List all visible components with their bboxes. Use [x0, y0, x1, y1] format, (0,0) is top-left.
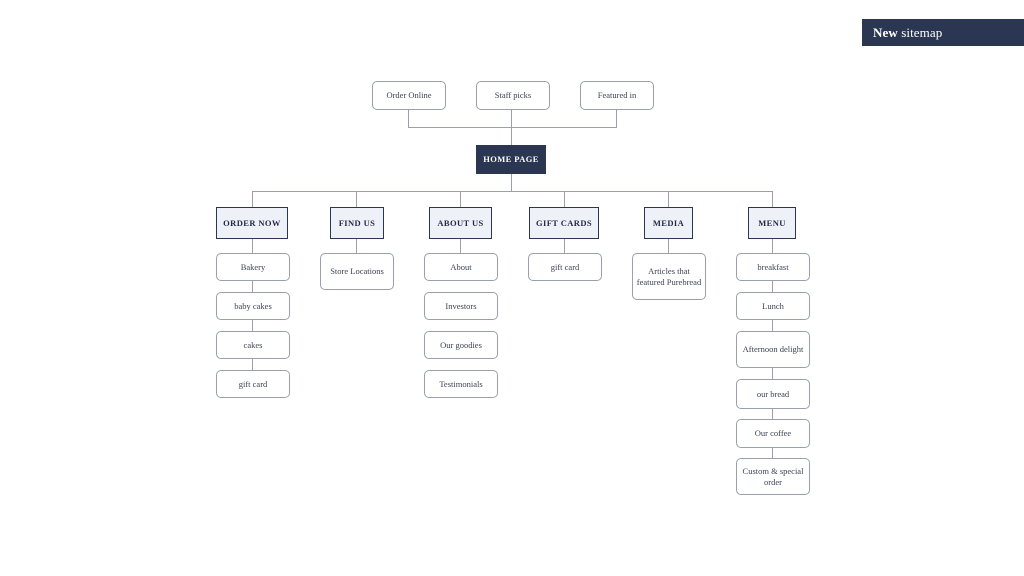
connector-menu-to-child	[772, 239, 773, 253]
connector-top-bus	[408, 127, 617, 128]
connector-bus-to-media	[668, 191, 669, 207]
connector-bus-to-gift-cards	[564, 191, 565, 207]
node-articles-featured-purebread[interactable]: Articles that featured Purebread	[632, 253, 706, 300]
node-label: cakes	[243, 339, 263, 350]
node-store-locations[interactable]: Store Locations	[320, 253, 394, 290]
connector-order-now-to-child	[252, 239, 253, 253]
connector-bus-to-find-us	[356, 191, 357, 207]
node-label: breakfast	[757, 261, 789, 272]
connector-about-us-to-child	[460, 239, 461, 253]
node-label: Store Locations	[330, 266, 384, 276]
page-title-banner: New sitemap	[862, 19, 1024, 46]
node-label: Our goodies	[440, 339, 482, 350]
connector-home-page-down	[511, 174, 512, 192]
node-home-page[interactable]: HOME PAGE	[476, 145, 546, 174]
node-label: our bread	[756, 388, 790, 399]
connector-order-online-down	[408, 110, 409, 128]
node-section-menu[interactable]: MENU	[748, 207, 796, 239]
node-investors[interactable]: Investors	[424, 292, 498, 320]
node-label: baby cakes	[234, 300, 272, 311]
node-label: Our coffee	[754, 428, 792, 438]
node-label: Featured in	[597, 90, 637, 100]
node-label: ORDER NOW	[223, 217, 281, 228]
node-testimonials[interactable]: Testimonials	[424, 370, 498, 398]
connector-baby-cakes-to-cakes	[252, 320, 253, 331]
node-order-online[interactable]: Order Online	[372, 81, 446, 110]
connector-bakery-to-baby-cakes	[252, 281, 253, 292]
node-our-goodies[interactable]: Our goodies	[424, 331, 498, 359]
node-section-media[interactable]: MEDIA	[644, 207, 693, 239]
connector-gift-cards-to-child	[564, 239, 565, 253]
node-order-now-gift-card[interactable]: gift card	[216, 370, 290, 398]
node-gift-cards-gift-card[interactable]: gift card	[528, 253, 602, 281]
node-label: Articles that featured Purebread	[636, 265, 702, 287]
node-label: ABOUT US	[437, 217, 484, 228]
connector-featured-in-down	[616, 110, 617, 128]
node-label: GIFT CARDS	[535, 217, 593, 228]
node-label: gift card	[238, 378, 268, 389]
connector-lunch-to-afternoon	[772, 320, 773, 331]
node-label: HOME PAGE	[483, 154, 539, 164]
node-section-order-now[interactable]: ORDER NOW	[216, 207, 288, 239]
node-lunch[interactable]: Lunch	[736, 292, 810, 320]
node-label: Testimonials	[439, 378, 483, 389]
node-label: Bakery	[240, 261, 266, 272]
node-label: Lunch	[762, 300, 784, 311]
connector-media-to-child	[668, 239, 669, 253]
connector-bus-to-about-us	[460, 191, 461, 207]
node-label: FIND US	[338, 217, 376, 228]
node-our-bread[interactable]: our bread	[736, 379, 810, 409]
connector-breakfast-to-lunch	[772, 281, 773, 292]
node-afternoon-delight[interactable]: Afternoon delight	[736, 331, 810, 368]
node-label: Custom & special order	[742, 465, 804, 487]
connector-section-bus	[252, 191, 773, 192]
node-label: MENU	[758, 217, 786, 228]
node-breakfast[interactable]: breakfast	[736, 253, 810, 281]
connector-our-coffee-to-custom	[772, 448, 773, 459]
connector-cakes-to-gift-card	[252, 359, 253, 370]
node-label: Staff picks	[494, 90, 532, 100]
node-baby-cakes[interactable]: baby cakes	[216, 292, 290, 320]
node-bakery[interactable]: Bakery	[216, 253, 290, 281]
banner-strong-text: New	[873, 25, 898, 40]
node-about[interactable]: About	[424, 253, 498, 281]
connector-find-us-to-child	[356, 239, 357, 253]
connector-staff-picks-down	[511, 110, 512, 146]
node-label: Afternoon delight	[742, 344, 804, 354]
node-custom-special-order[interactable]: Custom & special order	[736, 458, 810, 495]
node-section-gift-cards[interactable]: GIFT CARDS	[529, 207, 599, 239]
node-label: Order Online	[386, 90, 432, 100]
connector-bus-to-order-now	[252, 191, 253, 207]
connector-afternoon-to-our-bread	[772, 368, 773, 379]
node-staff-picks[interactable]: Staff picks	[476, 81, 550, 110]
node-label: About	[450, 261, 472, 272]
node-label: gift card	[550, 261, 580, 272]
node-section-find-us[interactable]: FIND US	[330, 207, 384, 239]
connector-our-bread-to-our-coffee	[772, 409, 773, 420]
node-section-about-us[interactable]: ABOUT US	[429, 207, 492, 239]
node-cakes[interactable]: cakes	[216, 331, 290, 359]
node-label: Investors	[445, 300, 477, 311]
node-our-coffee[interactable]: Our coffee	[736, 419, 810, 448]
node-featured-in[interactable]: Featured in	[580, 81, 654, 110]
connector-bus-to-menu	[772, 191, 773, 207]
banner-light-text: sitemap	[901, 25, 943, 40]
node-label: MEDIA	[652, 217, 685, 228]
